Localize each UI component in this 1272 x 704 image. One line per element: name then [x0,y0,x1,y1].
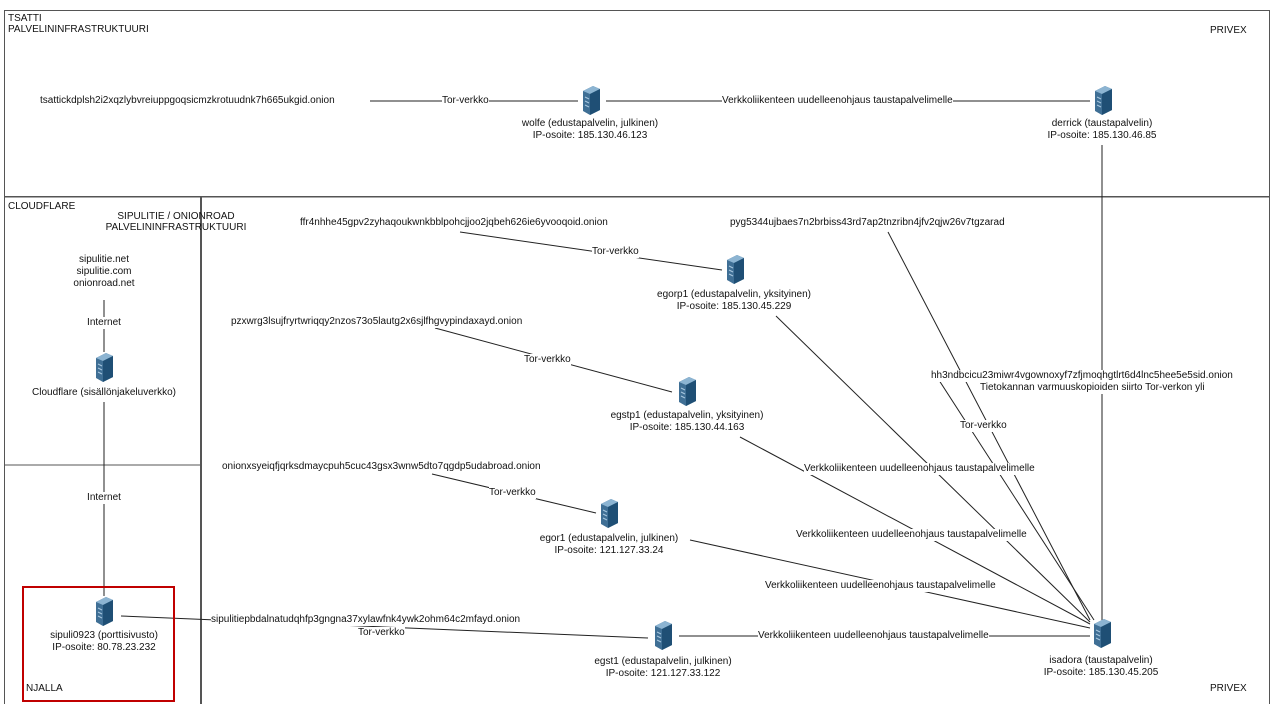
link-egorp1-onion [459,231,723,271]
node-name-isadora: isadora (taustapalvelin) [1049,655,1153,666]
node-ip-wolfe: IP-osoite: 185.130.46.123 [532,130,648,141]
node-name-sipuli: sipuli0923 (porttisivusto) [50,630,158,641]
server-icon-wolfe [583,86,600,115]
region-label-privex-bottom: PRIVEX [1210,683,1247,694]
onion-address-backup: hh3ndbcicu23miwr4vgownoxyf7zfjmoqhgtlrt6… [931,370,1233,382]
edge-label-redirect-derrick: Verkkoliikenteen uudelleenohjaus taustap… [722,95,953,107]
edge-label-internet-top: Internet [87,317,121,329]
onion-address-egorp1: ffr4nhhe45gpv2zyhaqoukwnkbblpohcjjoo2jqb… [300,217,608,229]
node-label-isadora: isadora (taustapalvelin)IP-osoite: 185.1… [1044,655,1159,679]
node-name-wolfe: wolfe (edustapalvelin, julkinen) [521,118,659,129]
server-icon-derrick [1095,86,1112,115]
edge-label-tor-egst1: Tor-verkko [358,627,405,639]
edge-label-tor-egor1: Tor-verkko [489,487,536,499]
sipuli-highlight-box [22,586,175,702]
onion-address-tsatti: tsattickdplsh2i2xqzlybvreiuppgoqsicmzkro… [40,95,335,107]
node-label-cloudflare: Cloudflare (sisällönjakeluverkko) [32,387,176,399]
server-icon-egstp1 [679,377,696,406]
node-label-egst1: egst1 (edustapalvelin, julkinen)IP-osoit… [594,656,731,680]
node-ip-egst1: IP-osoite: 121.127.33.122 [605,668,721,679]
edge-label-internet-bottom: Internet [87,492,121,504]
region-label-njalla: NJALLA [26,683,63,694]
node-label-derrick: derrick (taustapalvelin)IP-osoite: 185.1… [1048,118,1157,142]
edge-label-tor-isadora: Tor-verkko [960,420,1007,432]
region-label-sipulitie: SIPULITIE / ONIONROAD PALVELININFRASTRUK… [105,211,247,233]
edge-label-redirect-egorp1: Verkkoliikenteen uudelleenohjaus taustap… [765,580,996,592]
server-icon-egorp1 [727,255,744,284]
server-icon-sipuli [96,597,113,626]
backup-transfer-label: Tietokannan varmuuskopioiden siirto Tor-… [980,382,1205,394]
domain-list: sipulitie.net sipulitie.com onionroad.ne… [73,254,135,290]
node-ip-isadora: IP-osoite: 185.130.45.205 [1043,667,1159,678]
node-ip-derrick: IP-osoite: 185.130.46.85 [1047,130,1157,141]
node-label-egor1: egor1 (edustapalvelin, julkinen)IP-osoit… [540,533,678,557]
server-icon-cloudflare [96,353,113,382]
edge-label-redirect-egst1: Verkkoliikenteen uudelleenohjaus taustap… [758,630,989,642]
node-name-egst1: egst1 (edustapalvelin, julkinen) [594,656,732,667]
region-label-privex-top: PRIVEX [1210,25,1247,36]
node-name-egstp1: egstp1 (edustapalvelin, yksityinen) [610,410,764,421]
link-backup-onion-isadora [934,373,1095,621]
edge-label-tor-egstp1: Tor-verkko [524,354,571,366]
node-name-egor1: egor1 (edustapalvelin, julkinen) [539,533,679,544]
edge-label-tor-tsatti: Tor-verkko [442,95,489,107]
onion-address-isadora: pyg5344ujbaes7n2brbiss43rd7ap2tnzribn4jf… [730,217,1005,229]
server-icon-isadora [1094,619,1111,648]
region-label-cloudflare: CLOUDFLARE [8,201,76,212]
node-label-sipuli: sipuli0923 (porttisivusto)IP-osoite: 80.… [50,630,158,654]
node-name-egorp1: egorp1 (edustapalvelin, yksityinen) [657,289,811,300]
server-icon-egst1 [655,621,672,650]
node-ip-egor1: IP-osoite: 121.127.33.24 [554,545,664,556]
node-ip-egorp1: IP-osoite: 185.130.45.229 [676,301,792,312]
edge-label-tor-egorp1: Tor-verkko [592,246,639,258]
edge-label-redirect-egor1: Verkkoliikenteen uudelleenohjaus taustap… [796,529,1027,541]
node-label-egstp1: egstp1 (edustapalvelin, yksityinen)IP-os… [611,410,764,434]
server-icon-egor1 [601,499,618,528]
node-label-egorp1: egorp1 (edustapalvelin, yksityinen)IP-os… [657,289,811,313]
node-label-wolfe: wolfe (edustapalvelin, julkinen)IP-osoit… [522,118,658,142]
node-ip-sipuli: IP-osoite: 80.78.23.232 [52,642,156,653]
node-name-derrick: derrick (taustapalvelin) [1051,118,1153,129]
onion-address-egor1: onionxsyeiqfjqrksdmaycpuh5cuc43gsx3wnw5d… [222,461,541,473]
onion-address-egstp1: pzxwrg3lsujfryrtwriqqy2nzos73o5lautg2x6s… [231,316,523,328]
node-ip-egstp1: IP-osoite: 185.130.44.163 [629,422,745,433]
onion-address-egst1: sipulitiepbdalnatudqhfp3gngna37xylawfnk4… [211,614,521,626]
node-name-cloudflare: Cloudflare (sisällönjakeluverkko) [32,387,176,398]
region-label-tsatti: TSATTI PALVELININFRASTRUKTUURI [8,13,149,35]
edge-label-redirect-egstp1: Verkkoliikenteen uudelleenohjaus taustap… [804,463,1035,475]
